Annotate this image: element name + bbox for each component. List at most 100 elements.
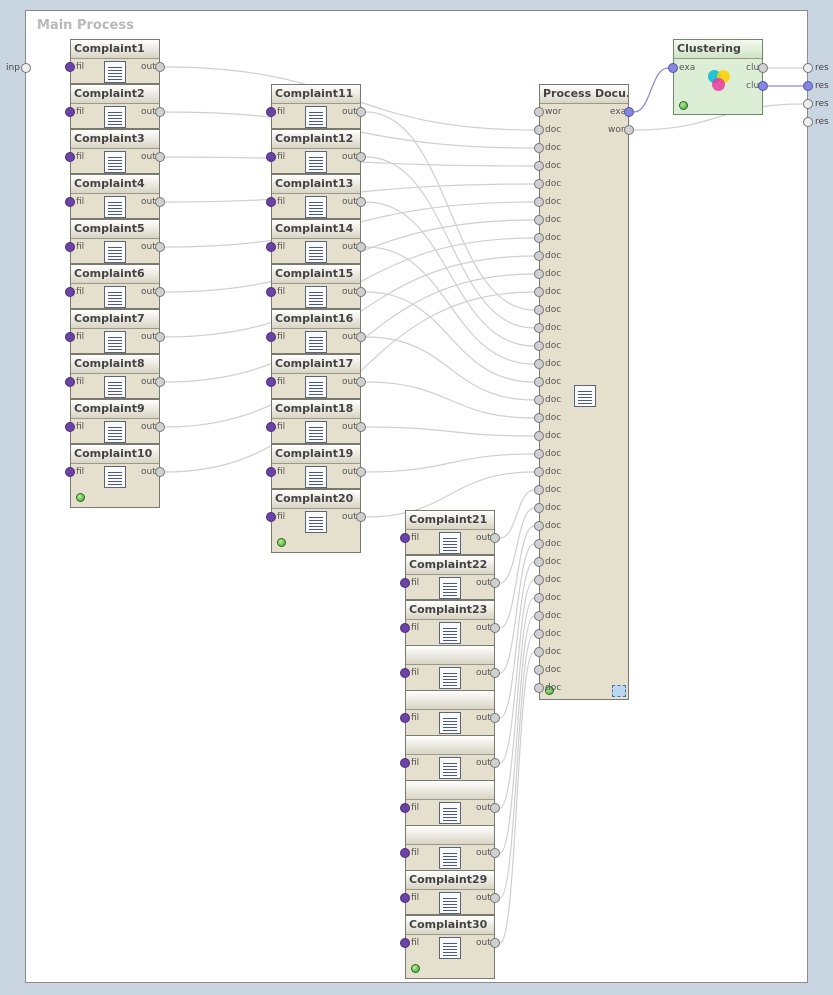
file-input-port[interactable]	[400, 758, 410, 768]
process-documents-operator[interactable]: Process Docu...wordocdocdocdocdocdocdocd…	[539, 84, 629, 700]
output-port[interactable]	[155, 467, 165, 477]
documents-input-port[interactable]	[534, 125, 544, 135]
file-input-port[interactable]	[65, 242, 75, 252]
documents-input-port[interactable]	[534, 269, 544, 279]
output-port[interactable]	[490, 848, 500, 858]
documents-input-port[interactable]	[534, 377, 544, 387]
output-port[interactable]	[155, 242, 165, 252]
example-set-output-port[interactable]	[624, 107, 634, 117]
output-port[interactable]	[155, 107, 165, 117]
documents-input-port[interactable]	[534, 233, 544, 243]
subprocess-icon[interactable]	[612, 685, 626, 697]
documents-input-port[interactable]	[534, 683, 544, 693]
output-port[interactable]	[490, 533, 500, 543]
documents-input-port[interactable]	[534, 467, 544, 477]
process-result-port[interactable]	[803, 99, 813, 109]
file-input-port[interactable]	[266, 242, 276, 252]
output-port[interactable]	[356, 332, 366, 342]
file-input-port[interactable]	[65, 467, 75, 477]
output-port[interactable]	[155, 152, 165, 162]
file-input-port[interactable]	[400, 848, 410, 858]
file-input-port[interactable]	[400, 668, 410, 678]
file-input-port[interactable]	[266, 332, 276, 342]
documents-input-port[interactable]	[534, 521, 544, 531]
file-input-port[interactable]	[65, 377, 75, 387]
documents-input-port[interactable]	[534, 557, 544, 567]
output-port[interactable]	[356, 467, 366, 477]
documents-input-port[interactable]	[534, 179, 544, 189]
documents-input-port[interactable]	[534, 539, 544, 549]
documents-input-port[interactable]	[534, 611, 544, 621]
process-input-port[interactable]	[21, 63, 31, 73]
file-input-port[interactable]	[266, 107, 276, 117]
file-input-port[interactable]	[266, 287, 276, 297]
file-input-port[interactable]	[400, 803, 410, 813]
output-port[interactable]	[155, 422, 165, 432]
file-input-port[interactable]	[65, 422, 75, 432]
file-input-port[interactable]	[400, 713, 410, 723]
file-input-port[interactable]	[65, 62, 75, 72]
output-port[interactable]	[155, 287, 165, 297]
wordlist-output-port[interactable]	[624, 125, 634, 135]
file-input-port[interactable]	[266, 512, 276, 522]
file-input-port[interactable]	[266, 422, 276, 432]
output-port[interactable]	[356, 107, 366, 117]
file-input-port[interactable]	[65, 152, 75, 162]
file-input-port[interactable]	[400, 623, 410, 633]
documents-input-port[interactable]	[534, 341, 544, 351]
output-port[interactable]	[356, 287, 366, 297]
documents-input-port[interactable]	[534, 629, 544, 639]
documents-input-port[interactable]	[534, 305, 544, 315]
output-port[interactable]	[490, 803, 500, 813]
file-input-port[interactable]	[266, 377, 276, 387]
wordlist-input-port[interactable]	[534, 107, 544, 117]
output-port[interactable]	[490, 758, 500, 768]
file-input-port[interactable]	[400, 533, 410, 543]
output-port[interactable]	[155, 62, 165, 72]
documents-input-port[interactable]	[534, 665, 544, 675]
output-port[interactable]	[356, 152, 366, 162]
cluster-model-output-port[interactable]	[758, 63, 768, 73]
documents-input-port[interactable]	[534, 647, 544, 657]
process-result-port[interactable]	[803, 63, 813, 73]
output-port[interactable]	[490, 623, 500, 633]
file-input-port[interactable]	[266, 467, 276, 477]
documents-input-port[interactable]	[534, 413, 544, 423]
documents-input-port[interactable]	[534, 359, 544, 369]
output-port[interactable]	[356, 422, 366, 432]
file-input-port[interactable]	[266, 197, 276, 207]
file-input-port[interactable]	[400, 893, 410, 903]
output-port[interactable]	[490, 713, 500, 723]
output-port[interactable]	[490, 893, 500, 903]
output-port[interactable]	[155, 197, 165, 207]
file-input-port[interactable]	[266, 152, 276, 162]
documents-input-port[interactable]	[534, 485, 544, 495]
output-port[interactable]	[490, 668, 500, 678]
documents-input-port[interactable]	[534, 593, 544, 603]
file-input-port[interactable]	[65, 197, 75, 207]
documents-input-port[interactable]	[534, 287, 544, 297]
output-port[interactable]	[356, 197, 366, 207]
documents-input-port[interactable]	[534, 395, 544, 405]
output-port[interactable]	[490, 938, 500, 948]
output-port[interactable]	[356, 377, 366, 387]
process-result-port[interactable]	[803, 117, 813, 127]
file-input-port[interactable]	[400, 578, 410, 588]
output-port[interactable]	[356, 512, 366, 522]
